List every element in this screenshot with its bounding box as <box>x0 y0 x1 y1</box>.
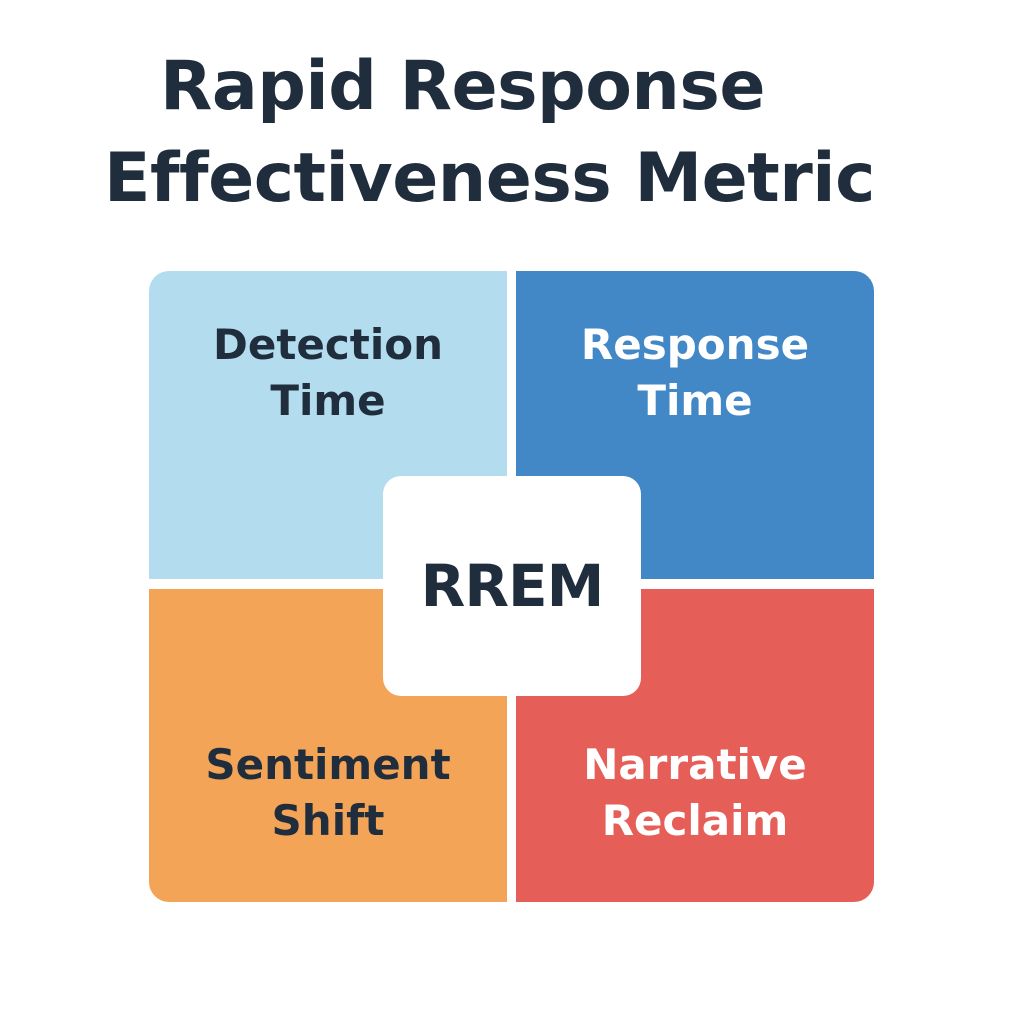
title-line-1: Rapid Response <box>160 47 765 126</box>
quadrant-label-detection-time: Detection Time <box>212 320 444 425</box>
quadrant-label-sentiment-shift: Sentiment Shift <box>205 739 451 845</box>
title-line-2: Effectiveness Metric <box>104 139 875 218</box>
center-badge: RREM <box>383 476 641 696</box>
quadrant-label-response-time: Response Time <box>580 320 810 425</box>
quadrant-label-narrative-reclaim: Narrative Reclaim <box>583 739 807 845</box>
center-label-rrem: RREM <box>420 552 605 620</box>
